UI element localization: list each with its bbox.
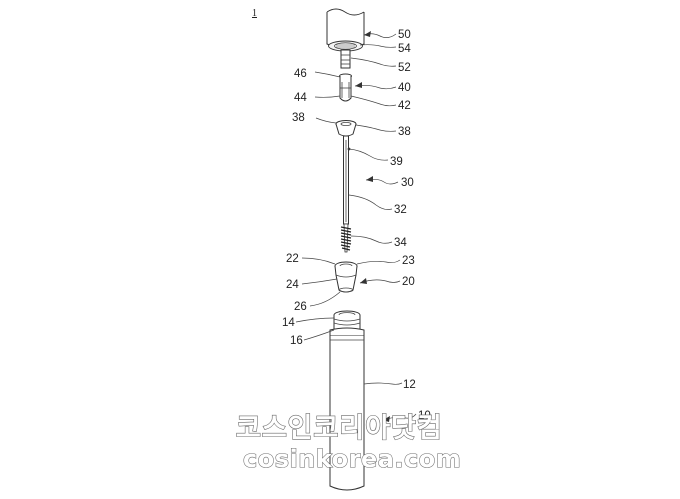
label-54: 54 [398,43,411,55]
label-38-right: 38 [398,126,411,138]
label-44: 44 [294,92,307,104]
label-23: 23 [402,255,415,267]
container-10 [329,310,365,491]
label-50: 50 [398,29,411,41]
wiper-40 [339,73,352,102]
label-14: 14 [282,317,295,329]
watermark-korean: 코스인코리아닷컴 [236,413,443,444]
watermark-url: cosinkorea.com [243,445,461,473]
brush-bristles-34 [340,223,352,253]
label-32: 32 [394,204,407,216]
label-39: 39 [390,156,403,168]
label-52: 52 [398,62,411,74]
cap-stem-52 [340,49,351,69]
stopper-20 [334,261,358,293]
brush-head-38 [335,120,357,137]
label-30: 30 [401,177,414,189]
figure-number: 1 [252,8,257,19]
label-34: 34 [394,237,407,249]
label-12: 12 [403,379,416,391]
label-40: 40 [398,82,411,94]
label-16: 16 [290,335,303,347]
cap-50 [326,8,365,52]
label-22: 22 [286,253,299,265]
arrowheads [355,31,390,422]
label-10: 10 [418,410,431,422]
label-26: 26 [294,301,307,313]
reference-labels: 50 54 52 46 40 44 42 38 38 39 30 32 34 2… [282,29,431,422]
label-24: 24 [286,279,299,291]
watermark: 코스인코리아닷컴 cosinkorea.com [235,412,461,473]
label-46: 46 [294,68,307,80]
label-20: 20 [402,276,415,288]
label-38-left: 38 [292,112,305,124]
label-42: 42 [398,100,411,112]
leader-lines [295,33,417,421]
